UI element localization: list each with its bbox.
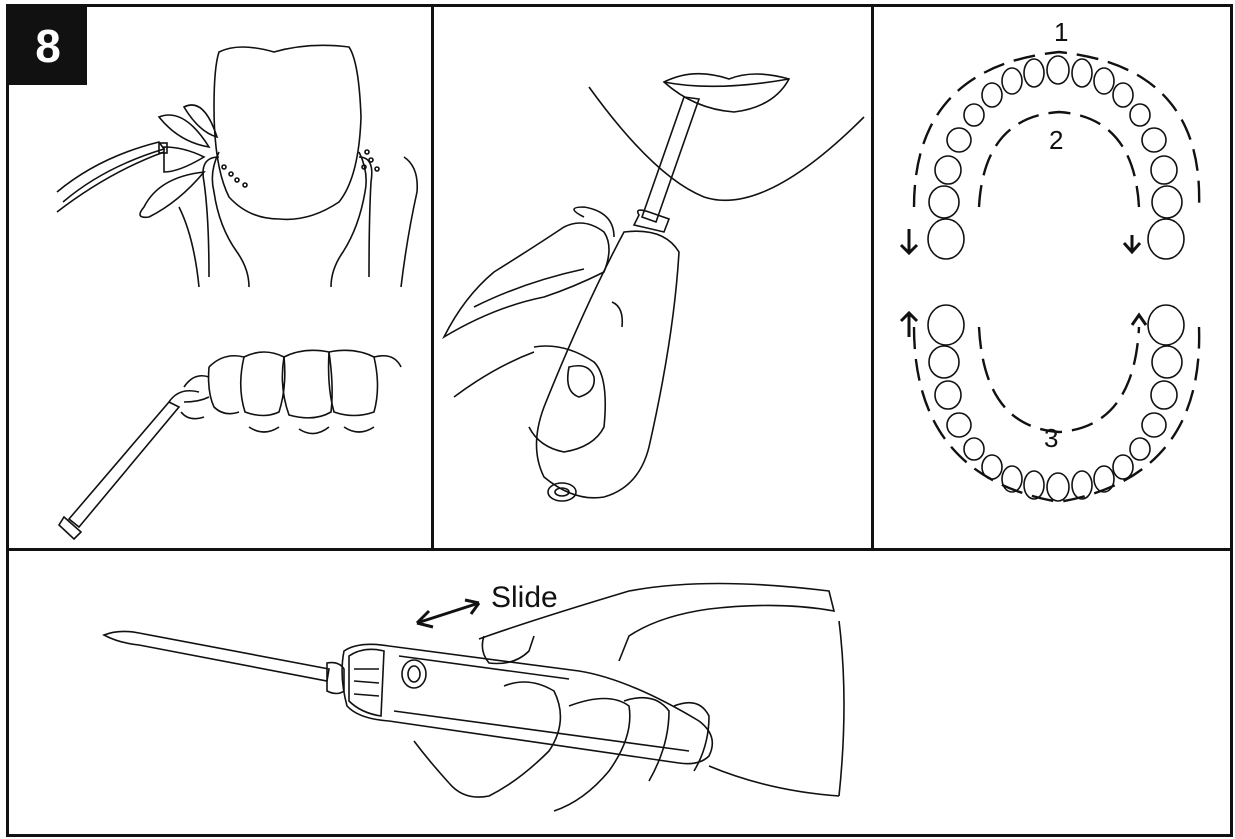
jaw-zones-diagram: 1 2 3 [874,7,1233,551]
slide-label: Slide [491,581,558,614]
gumline-illustration [9,7,434,551]
down-arrow-icon [1124,235,1140,252]
panel-slide-switch: Slide [6,548,1233,837]
zone-1-label: 1 [1054,17,1068,47]
slide-switch-illustration: Slide [9,551,1233,837]
down-arrow-icon [901,229,917,253]
panel-gumline-cleaning: 8 [6,4,434,551]
up-arrow-icon [1132,315,1146,325]
panel-holding-device [431,4,874,551]
zone-3-label: 3 [1044,423,1058,453]
panel-jaw-zones: 1 2 3 [871,4,1233,551]
device-in-mouth-illustration [434,7,874,551]
double-arrow-icon [417,600,479,627]
zone-2-label: 2 [1049,125,1063,155]
